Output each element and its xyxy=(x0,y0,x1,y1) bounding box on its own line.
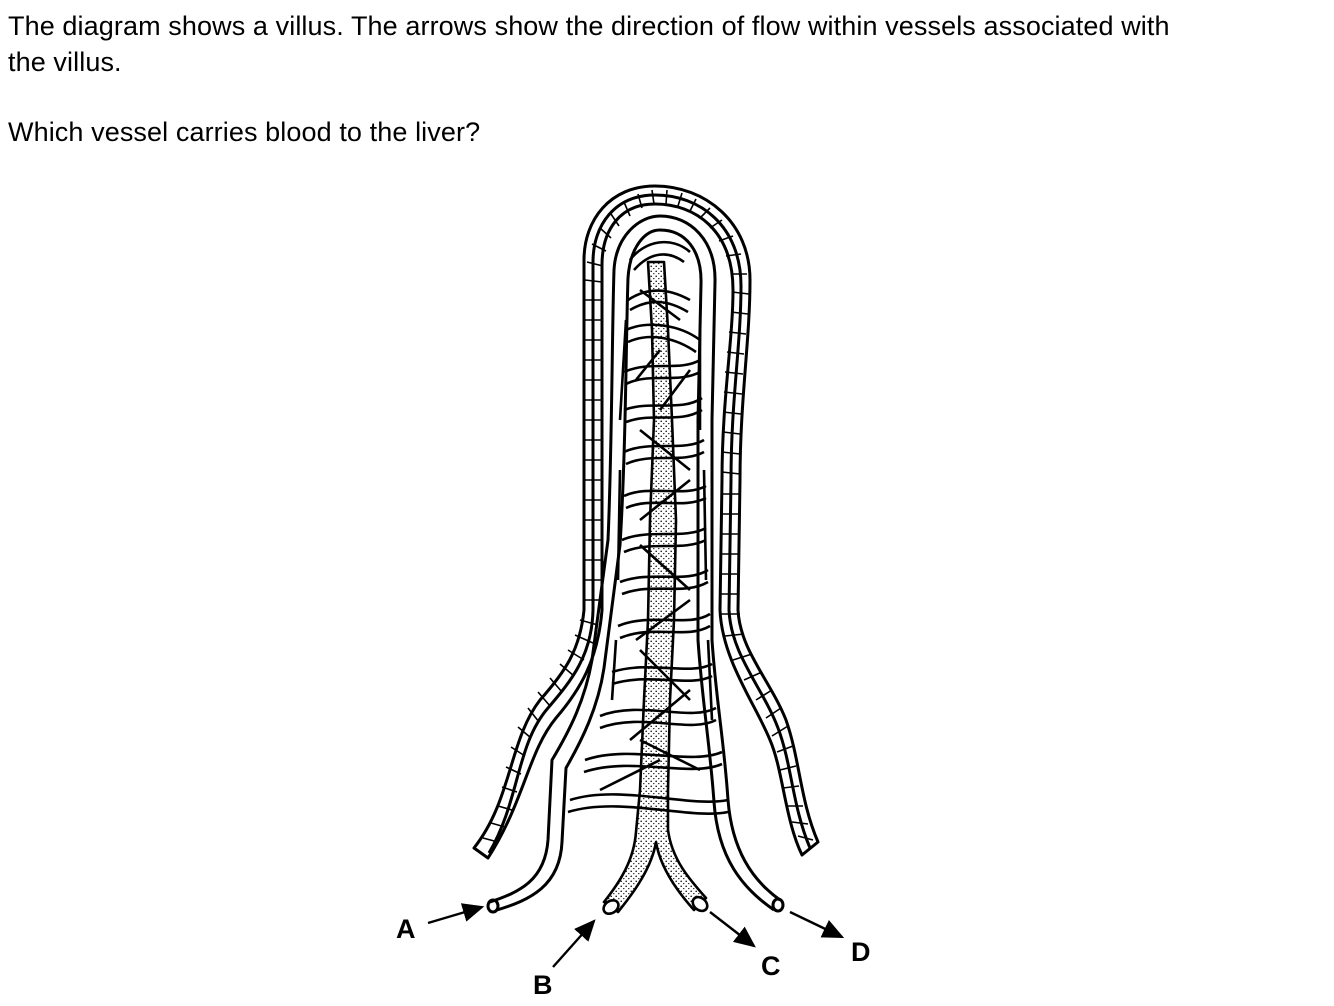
question-text-line-1: The diagram shows a villus. The arrows s… xyxy=(8,11,1170,41)
label-a: A xyxy=(396,914,416,944)
label-d: D xyxy=(851,937,871,967)
label-b: B xyxy=(533,970,553,1000)
arrow-d xyxy=(789,910,845,939)
arrow-b xyxy=(552,919,596,968)
question-text-line-2: the villus. xyxy=(8,47,122,77)
arrow-c xyxy=(709,911,756,948)
blood-vessel-stippled xyxy=(602,260,709,916)
label-c: C xyxy=(761,951,781,981)
villus-epithelium xyxy=(472,184,820,860)
capillary-network xyxy=(567,240,729,815)
flow-arrows xyxy=(427,903,845,968)
question-prompt: Which vessel carries blood to the liver? xyxy=(8,117,481,147)
arrow-a xyxy=(427,903,485,925)
